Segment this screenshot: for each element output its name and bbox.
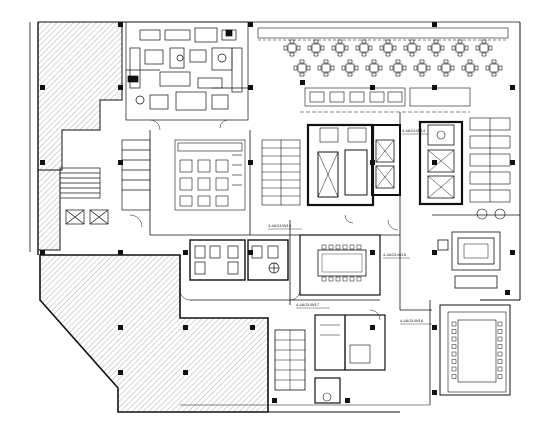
kitchen-area <box>125 21 249 121</box>
grid-ref-w13: 4-4AG1/W13 <box>268 223 292 228</box>
meeting-chair <box>342 244 348 250</box>
grid-ref-w15: 4-4AG1/W15 <box>383 252 407 257</box>
meeting-chair <box>497 359 503 364</box>
meeting-room-center <box>299 234 381 296</box>
dining-table <box>475 39 493 57</box>
meeting-chair <box>451 321 457 327</box>
meeting-chair <box>451 336 457 342</box>
meeting-chair <box>321 276 327 282</box>
meeting-chair <box>335 276 341 282</box>
grid-ref-leaders <box>268 133 432 325</box>
toilet-blocks <box>189 239 289 281</box>
door-swings <box>129 119 399 321</box>
meeting-chair <box>342 276 348 282</box>
dining-table <box>461 59 479 77</box>
lounge-sofa <box>437 231 501 289</box>
meeting-chair <box>497 366 503 372</box>
dining-table <box>317 59 335 77</box>
bar-counter <box>300 87 471 113</box>
stair-central <box>261 139 301 206</box>
meeting-chair <box>497 374 503 379</box>
meeting-chair <box>451 359 457 364</box>
service-rooms-lower <box>274 314 386 404</box>
meeting-chair <box>451 344 457 349</box>
dining-table <box>437 59 455 77</box>
booth-seating <box>469 117 511 220</box>
outer-walls <box>29 21 521 413</box>
dining-table <box>403 39 421 57</box>
meeting-chair <box>451 374 457 379</box>
dining-table <box>293 59 311 77</box>
meeting-chair <box>321 244 327 250</box>
lift-core-right <box>418 120 464 206</box>
meeting-chair <box>451 351 457 357</box>
meeting-room-right <box>439 304 511 396</box>
dining-table <box>283 39 301 57</box>
meeting-chairs <box>321 244 362 282</box>
interior-partitions <box>149 112 520 311</box>
dining-table <box>331 39 349 57</box>
dining-table <box>341 59 359 77</box>
dining-table <box>427 39 445 57</box>
stair-core-left <box>59 139 151 225</box>
dining-table <box>307 39 325 57</box>
grid-ref-w17: 4-4AG1/W17 <box>296 302 320 307</box>
lift-core-center <box>306 123 401 207</box>
meeting-chair <box>328 276 334 282</box>
dining-table <box>413 59 431 77</box>
meeting-chair <box>349 276 355 282</box>
dining-area <box>257 27 509 41</box>
meeting-chair <box>451 329 457 334</box>
meeting-chair <box>497 321 503 327</box>
hatched-zone-left <box>37 21 269 413</box>
meeting-chair <box>451 366 457 372</box>
dining-table <box>485 59 503 77</box>
dining-table <box>451 39 469 57</box>
meeting-chair <box>356 276 362 282</box>
grid-ref-w14: 4-4AG1/W14 <box>402 128 426 133</box>
dining-table <box>379 39 397 57</box>
meeting-chair <box>349 244 355 250</box>
dining-tables <box>283 39 503 77</box>
meeting-chair <box>335 244 341 250</box>
dining-table <box>355 39 373 57</box>
dining-table <box>365 59 383 77</box>
meeting-chair <box>328 244 334 250</box>
grid-ref-w16: 4-4AG1/W16 <box>400 318 424 323</box>
dining-table <box>389 59 407 77</box>
grid-references: 4-4AG1/W13 4-4AG1/W14 4-4AG1/W15 4-4AG1/… <box>268 128 426 323</box>
canteen-area <box>174 139 246 211</box>
meeting-chair <box>497 329 503 334</box>
meeting-chairs <box>451 321 503 379</box>
meeting-chair <box>497 351 503 357</box>
meeting-chair <box>497 336 503 342</box>
meeting-chair <box>497 344 503 349</box>
meeting-chair <box>356 244 362 250</box>
